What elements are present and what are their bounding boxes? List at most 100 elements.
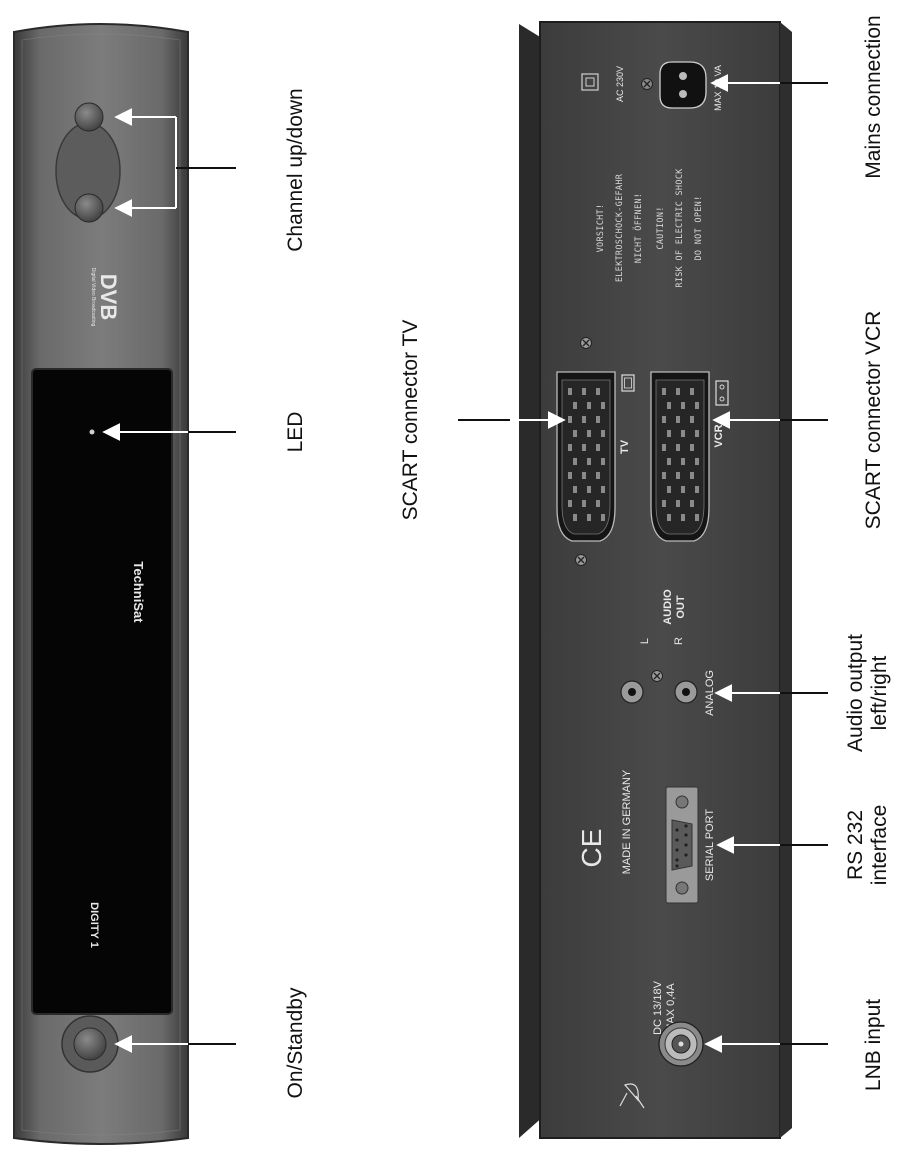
screw-icon — [575, 554, 587, 566]
scart-pin — [695, 458, 699, 465]
scart-pin — [573, 514, 577, 521]
scart-pin — [667, 486, 671, 493]
serial-pin — [675, 828, 679, 832]
scart-pin — [582, 388, 586, 395]
audio-r-label: R — [673, 637, 685, 645]
warning-de-3: NICHT ÖFFNEN! — [633, 193, 644, 263]
scart-pin — [601, 430, 605, 437]
scart-pin — [695, 402, 699, 409]
scart-pin — [676, 388, 680, 395]
scart-pin — [676, 500, 680, 507]
led-indicator — [89, 429, 95, 435]
warning-en-3: DO NOT OPEN! — [694, 195, 704, 260]
serial-pin — [675, 858, 679, 862]
scart-pin — [568, 388, 572, 395]
mains-socket[interactable] — [659, 61, 707, 109]
screw-icon — [641, 78, 653, 90]
serial-pin — [684, 853, 688, 857]
scart-pin — [596, 388, 600, 395]
scart-tv-label: TV — [619, 439, 631, 454]
scart-vcr-connector[interactable] — [650, 371, 710, 542]
serial-port[interactable] — [665, 786, 699, 904]
ce-mark: CE — [576, 829, 607, 868]
scart-pin — [582, 444, 586, 451]
scart-pin — [568, 472, 572, 479]
scart-pin — [681, 430, 685, 437]
ac-rating: AC 230V — [615, 66, 625, 102]
scart-pin — [587, 486, 591, 493]
serial-pin — [675, 848, 679, 852]
channel-up-button[interactable] — [74, 102, 104, 132]
serial-port-label: SERIAL PORT — [704, 809, 716, 881]
standby-button[interactable] — [61, 1015, 119, 1073]
callout-lines-rear — [458, 74, 828, 1053]
serial-pin — [684, 824, 688, 828]
audio-right-jack[interactable] — [674, 680, 698, 704]
serial-pin — [675, 864, 679, 868]
serial-pin — [675, 838, 679, 842]
model-name: DIGITY 1 — [88, 902, 100, 948]
audio-l-label: L — [639, 638, 651, 644]
label-standby: On/Standby — [284, 987, 307, 1098]
screw-icon — [651, 670, 663, 682]
scart-pin — [690, 472, 694, 479]
warning-de-2: ELEKTROSCHOCK-GEFAHR — [615, 173, 625, 282]
class-ii-symbol — [581, 73, 599, 91]
scart-pin — [596, 444, 600, 451]
analog-label: ANALOG — [704, 670, 716, 716]
scart-pin — [587, 514, 591, 521]
scart-pin — [676, 444, 680, 451]
scart-pin — [690, 500, 694, 507]
scart-pin — [662, 500, 666, 507]
scart-pin — [601, 458, 605, 465]
vcr-icon — [715, 380, 729, 406]
audio-out-2: OUT — [675, 595, 687, 619]
lnb-input-connector[interactable] — [658, 1021, 704, 1067]
label-channel: Channel up/down — [284, 88, 307, 251]
scart-pin — [690, 444, 694, 451]
channel-down-button[interactable] — [74, 193, 104, 223]
label-audio-2: left/right — [868, 655, 891, 730]
warning-en-1: CAUTION! — [656, 206, 666, 249]
channel-rocker[interactable] — [55, 102, 121, 223]
audio-left-jack[interactable] — [620, 680, 644, 704]
scart-pin — [573, 458, 577, 465]
scart-pin — [601, 486, 605, 493]
scart-pin — [568, 444, 572, 451]
label-audio-1: Audio output — [844, 634, 867, 752]
scart-pin — [662, 444, 666, 451]
scart-pin — [695, 430, 699, 437]
brand-logo: TechniSat — [131, 561, 146, 623]
scart-tv-connector[interactable] — [556, 371, 616, 542]
scart-pin — [681, 458, 685, 465]
scart-pin — [695, 514, 699, 521]
scart-pin — [601, 514, 605, 521]
scart-pin — [573, 430, 577, 437]
scart-pin — [676, 416, 680, 423]
scart-pin — [662, 472, 666, 479]
scart-pin — [667, 430, 671, 437]
label-rs232-2: interface — [868, 805, 891, 886]
scart-pin — [667, 458, 671, 465]
warning-en-2: RISK OF ELECTRIC SHOCK — [675, 168, 685, 288]
audio-out-1: AUDIO — [662, 589, 674, 625]
tv-icon — [621, 374, 635, 392]
scart-pin — [573, 402, 577, 409]
scart-pin — [596, 416, 600, 423]
warning-de-1: VORSICHT! — [596, 204, 606, 253]
scart-pin — [681, 514, 685, 521]
satellite-dish-icon — [619, 1083, 645, 1109]
max-va: MAX 19 VA — [713, 65, 723, 111]
scart-pin — [587, 402, 591, 409]
scart-pin — [681, 402, 685, 409]
scart-pin — [587, 458, 591, 465]
scart-pin — [568, 500, 572, 507]
front-panel: DVB Digital Video Broadcasting TechniSat… — [13, 23, 189, 1145]
scart-pin — [568, 416, 572, 423]
dvb-logo: DVB Digital Video Broadcasting — [90, 268, 121, 327]
scart-pin — [582, 500, 586, 507]
scart-pin — [667, 514, 671, 521]
scart-pin — [662, 388, 666, 395]
serial-pin — [684, 833, 688, 837]
callout-lines-front — [102, 108, 236, 1053]
